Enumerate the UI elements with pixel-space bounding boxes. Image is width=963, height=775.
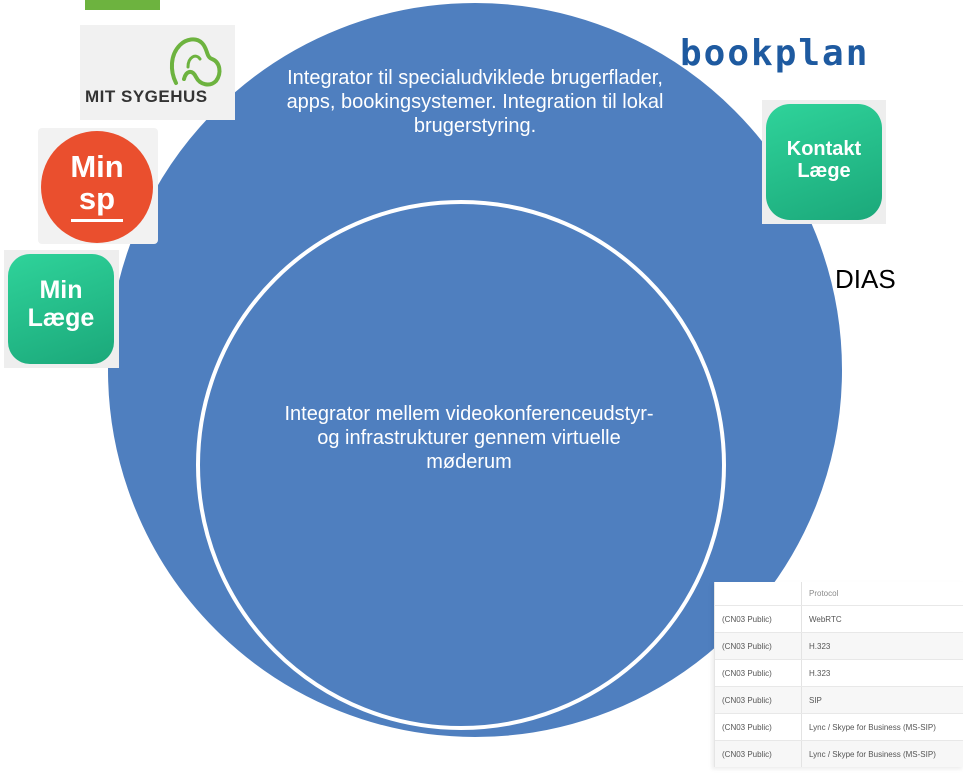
kontakt-laege-text: Kontakt Læge <box>786 138 862 182</box>
inner-circle-text: Integrator mellem videokonferenceudstyr-… <box>284 403 654 473</box>
protocol-table-header: Protocol <box>715 582 963 606</box>
table-row: (CN03 Public) Lync / Skype for Business … <box>715 741 963 767</box>
table-row: (CN03 Public) H.323 <box>715 633 963 660</box>
minsp-logo: Min sp <box>38 128 158 244</box>
table-cell-name: (CN03 Public) <box>722 641 772 651</box>
table-cell-name: (CN03 Public) <box>722 614 772 624</box>
mitsygehus-house-icon <box>169 37 222 87</box>
inner-circle <box>196 200 726 730</box>
minsp-text: Min sp <box>70 149 124 216</box>
table-row: (CN03 Public) Lync / Skype for Business … <box>715 714 963 741</box>
table-cell-protocol: Lync / Skype for Business (MS-SIP) <box>809 749 936 759</box>
table-cell-protocol: H.323 <box>809 668 831 678</box>
table-row: (CN03 Public) SIP <box>715 687 963 714</box>
table-cell-protocol: Lync / Skype for Business (MS-SIP) <box>809 722 936 732</box>
dias-label: DIAS <box>835 264 896 294</box>
bookplan-logo: bookplan <box>680 33 870 74</box>
kontakt-laege-app-tile: Kontakt Læge <box>766 104 882 220</box>
mitsygehus-logo: MIT SYGEHUS <box>80 25 235 120</box>
table-row: (CN03 Public) H.323 <box>715 660 963 687</box>
protocol-column-header: Protocol <box>809 589 839 598</box>
minsp-circle: Min sp <box>41 131 153 243</box>
table-row: (CN03 Public) WebRTC <box>715 606 963 633</box>
table-cell-name: (CN03 Public) <box>722 722 772 732</box>
table-cell-name: (CN03 Public) <box>722 749 772 759</box>
minsp-underline <box>71 219 123 222</box>
mitsygehus-label: MIT SYGEHUS <box>85 87 208 106</box>
kontakt-laege-app-icon: Kontakt Læge <box>762 100 886 224</box>
table-cell-name: (CN03 Public) <box>722 668 772 678</box>
table-cell-protocol: SIP <box>809 695 822 705</box>
outer-circle-text: Integrator til specialudviklede brugerfl… <box>286 67 664 137</box>
minlaege-app-tile: Min Læge <box>8 254 114 364</box>
table-cell-name: (CN03 Public) <box>722 695 772 705</box>
protocol-table: Protocol (CN03 Public) WebRTC (CN03 Publ… <box>714 582 963 767</box>
green-bar-decoration <box>85 0 160 10</box>
minlaege-text: Min Læge <box>27 276 95 332</box>
table-cell-protocol: H.323 <box>809 641 831 651</box>
table-cell-protocol: WebRTC <box>809 614 842 624</box>
minlaege-app-icon: Min Læge <box>4 250 119 368</box>
